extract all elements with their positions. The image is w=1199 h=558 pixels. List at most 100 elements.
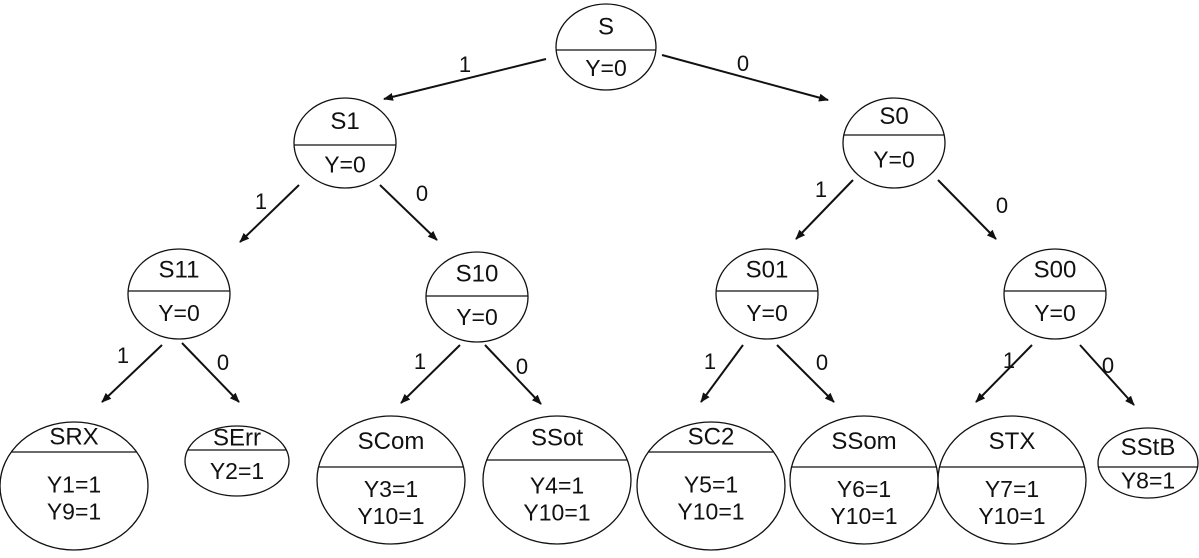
transition-arrow	[181, 342, 240, 403]
state-node-s1: S1Y=0	[293, 97, 397, 189]
transition-label: 1	[704, 349, 716, 374]
transition-s00-to-stx: 1	[975, 344, 1033, 403]
transition-arrow	[379, 184, 438, 241]
state-output: Y=0	[456, 304, 498, 330]
transition-arrow	[383, 58, 547, 101]
state-output: Y10=1	[677, 499, 744, 525]
state-name: S1	[330, 108, 359, 135]
state-name: SErr	[213, 424, 261, 451]
state-node-s: S Y=0	[555, 3, 657, 91]
state-name: SCom	[358, 428, 425, 455]
state-name: SRX	[49, 423, 98, 450]
state-name: S10	[456, 260, 499, 287]
transition-s-to-s1: 1	[383, 52, 547, 101]
state-node-shape	[482, 415, 632, 545]
transition-label: 1	[414, 349, 426, 374]
state-node-shape	[715, 248, 819, 340]
state-node-shape	[184, 425, 290, 497]
state-node-shape	[937, 415, 1087, 545]
transition-arrow	[937, 179, 997, 240]
state-output: Y2=1	[210, 458, 264, 484]
state-node-shape	[1097, 427, 1199, 499]
transition-arrow	[400, 344, 461, 404]
transition-s10-to-scom: 1	[400, 344, 461, 404]
transition-arrow	[484, 344, 542, 405]
transition-s1-to-s10: 0	[379, 181, 438, 241]
state-node-shape	[0, 421, 149, 551]
transition-arrow	[700, 344, 744, 403]
state-node-shape	[425, 251, 529, 343]
transition-label: 0	[217, 350, 229, 375]
state-output: Y4=1	[530, 473, 584, 499]
transition-label: 1	[255, 189, 267, 214]
transition-label: 0	[416, 181, 428, 206]
transition-label: 0	[816, 350, 828, 375]
transition-s-to-s0: 0	[661, 51, 829, 102]
transition-label: 1	[1003, 348, 1015, 373]
state-output: Y10=1	[523, 500, 590, 526]
transition-arrow	[776, 344, 835, 403]
state-output: Y=0	[746, 300, 788, 326]
state-output: Y1=1	[47, 472, 101, 498]
transition-s01-to-sc2: 1	[700, 344, 744, 403]
state-node-shape	[555, 3, 657, 91]
edges-layer: 1 0 1 0 1 0 1 0 1 0 1 0 1 0	[101, 51, 1135, 406]
transition-s10-to-ssot: 0	[484, 344, 542, 405]
transition-arrow	[101, 344, 163, 403]
state-name: S01	[746, 256, 789, 283]
state-node-shape	[127, 248, 231, 340]
state-node-shape	[293, 97, 397, 189]
transition-label: 1	[459, 52, 471, 77]
transition-label: 1	[117, 343, 129, 368]
state-output: Y=0	[585, 55, 627, 81]
state-output: Y10=1	[830, 503, 897, 529]
state-name: SStB	[1121, 434, 1176, 461]
state-name: S00	[1034, 256, 1077, 283]
state-name: STX	[989, 428, 1036, 455]
state-output: Y=0	[158, 300, 200, 326]
transition-s1-to-s11: 1	[239, 184, 300, 243]
state-name: S0	[879, 103, 908, 130]
state-name: SSot	[531, 424, 583, 451]
state-name: SC2	[688, 423, 735, 450]
transition-label: 0	[737, 51, 749, 76]
state-name: S11	[159, 256, 200, 283]
transition-arrow	[239, 184, 300, 243]
state-name: SSom	[831, 428, 896, 455]
state-node-shape	[842, 97, 946, 189]
transition-label: 0	[1102, 353, 1114, 378]
transition-s0-to-s00: 0	[937, 179, 1008, 240]
transition-arrow	[795, 179, 854, 240]
state-output: Y=0	[1034, 300, 1076, 326]
transition-s01-to-ssom: 0	[776, 344, 835, 403]
transition-s00-to-sstb: 0	[1079, 344, 1135, 406]
transition-arrow	[661, 54, 829, 102]
state-output: Y6=1	[837, 476, 891, 502]
transition-label: 0	[516, 354, 528, 379]
state-output: Y8=1	[1121, 468, 1175, 494]
state-output: Y7=1	[985, 476, 1039, 502]
state-node-shape	[636, 421, 786, 551]
transition-label: 0	[996, 193, 1008, 218]
transition-arrow	[975, 344, 1033, 403]
state-output: Y=0	[873, 147, 915, 173]
nodes-layer: SY=0S1Y=0S0Y=0S11Y=0S10Y=0S01Y=0S00Y=0SR…	[0, 3, 1199, 551]
state-output: Y5=1	[684, 472, 738, 498]
state-output: Y10=1	[357, 503, 424, 529]
state-name: S	[598, 13, 614, 40]
transition-s0-to-s01: 1	[795, 177, 854, 240]
transition-s11-to-serr: 0	[181, 342, 240, 403]
state-output: Y3=1	[364, 476, 418, 502]
state-output: Y=0	[324, 152, 366, 178]
